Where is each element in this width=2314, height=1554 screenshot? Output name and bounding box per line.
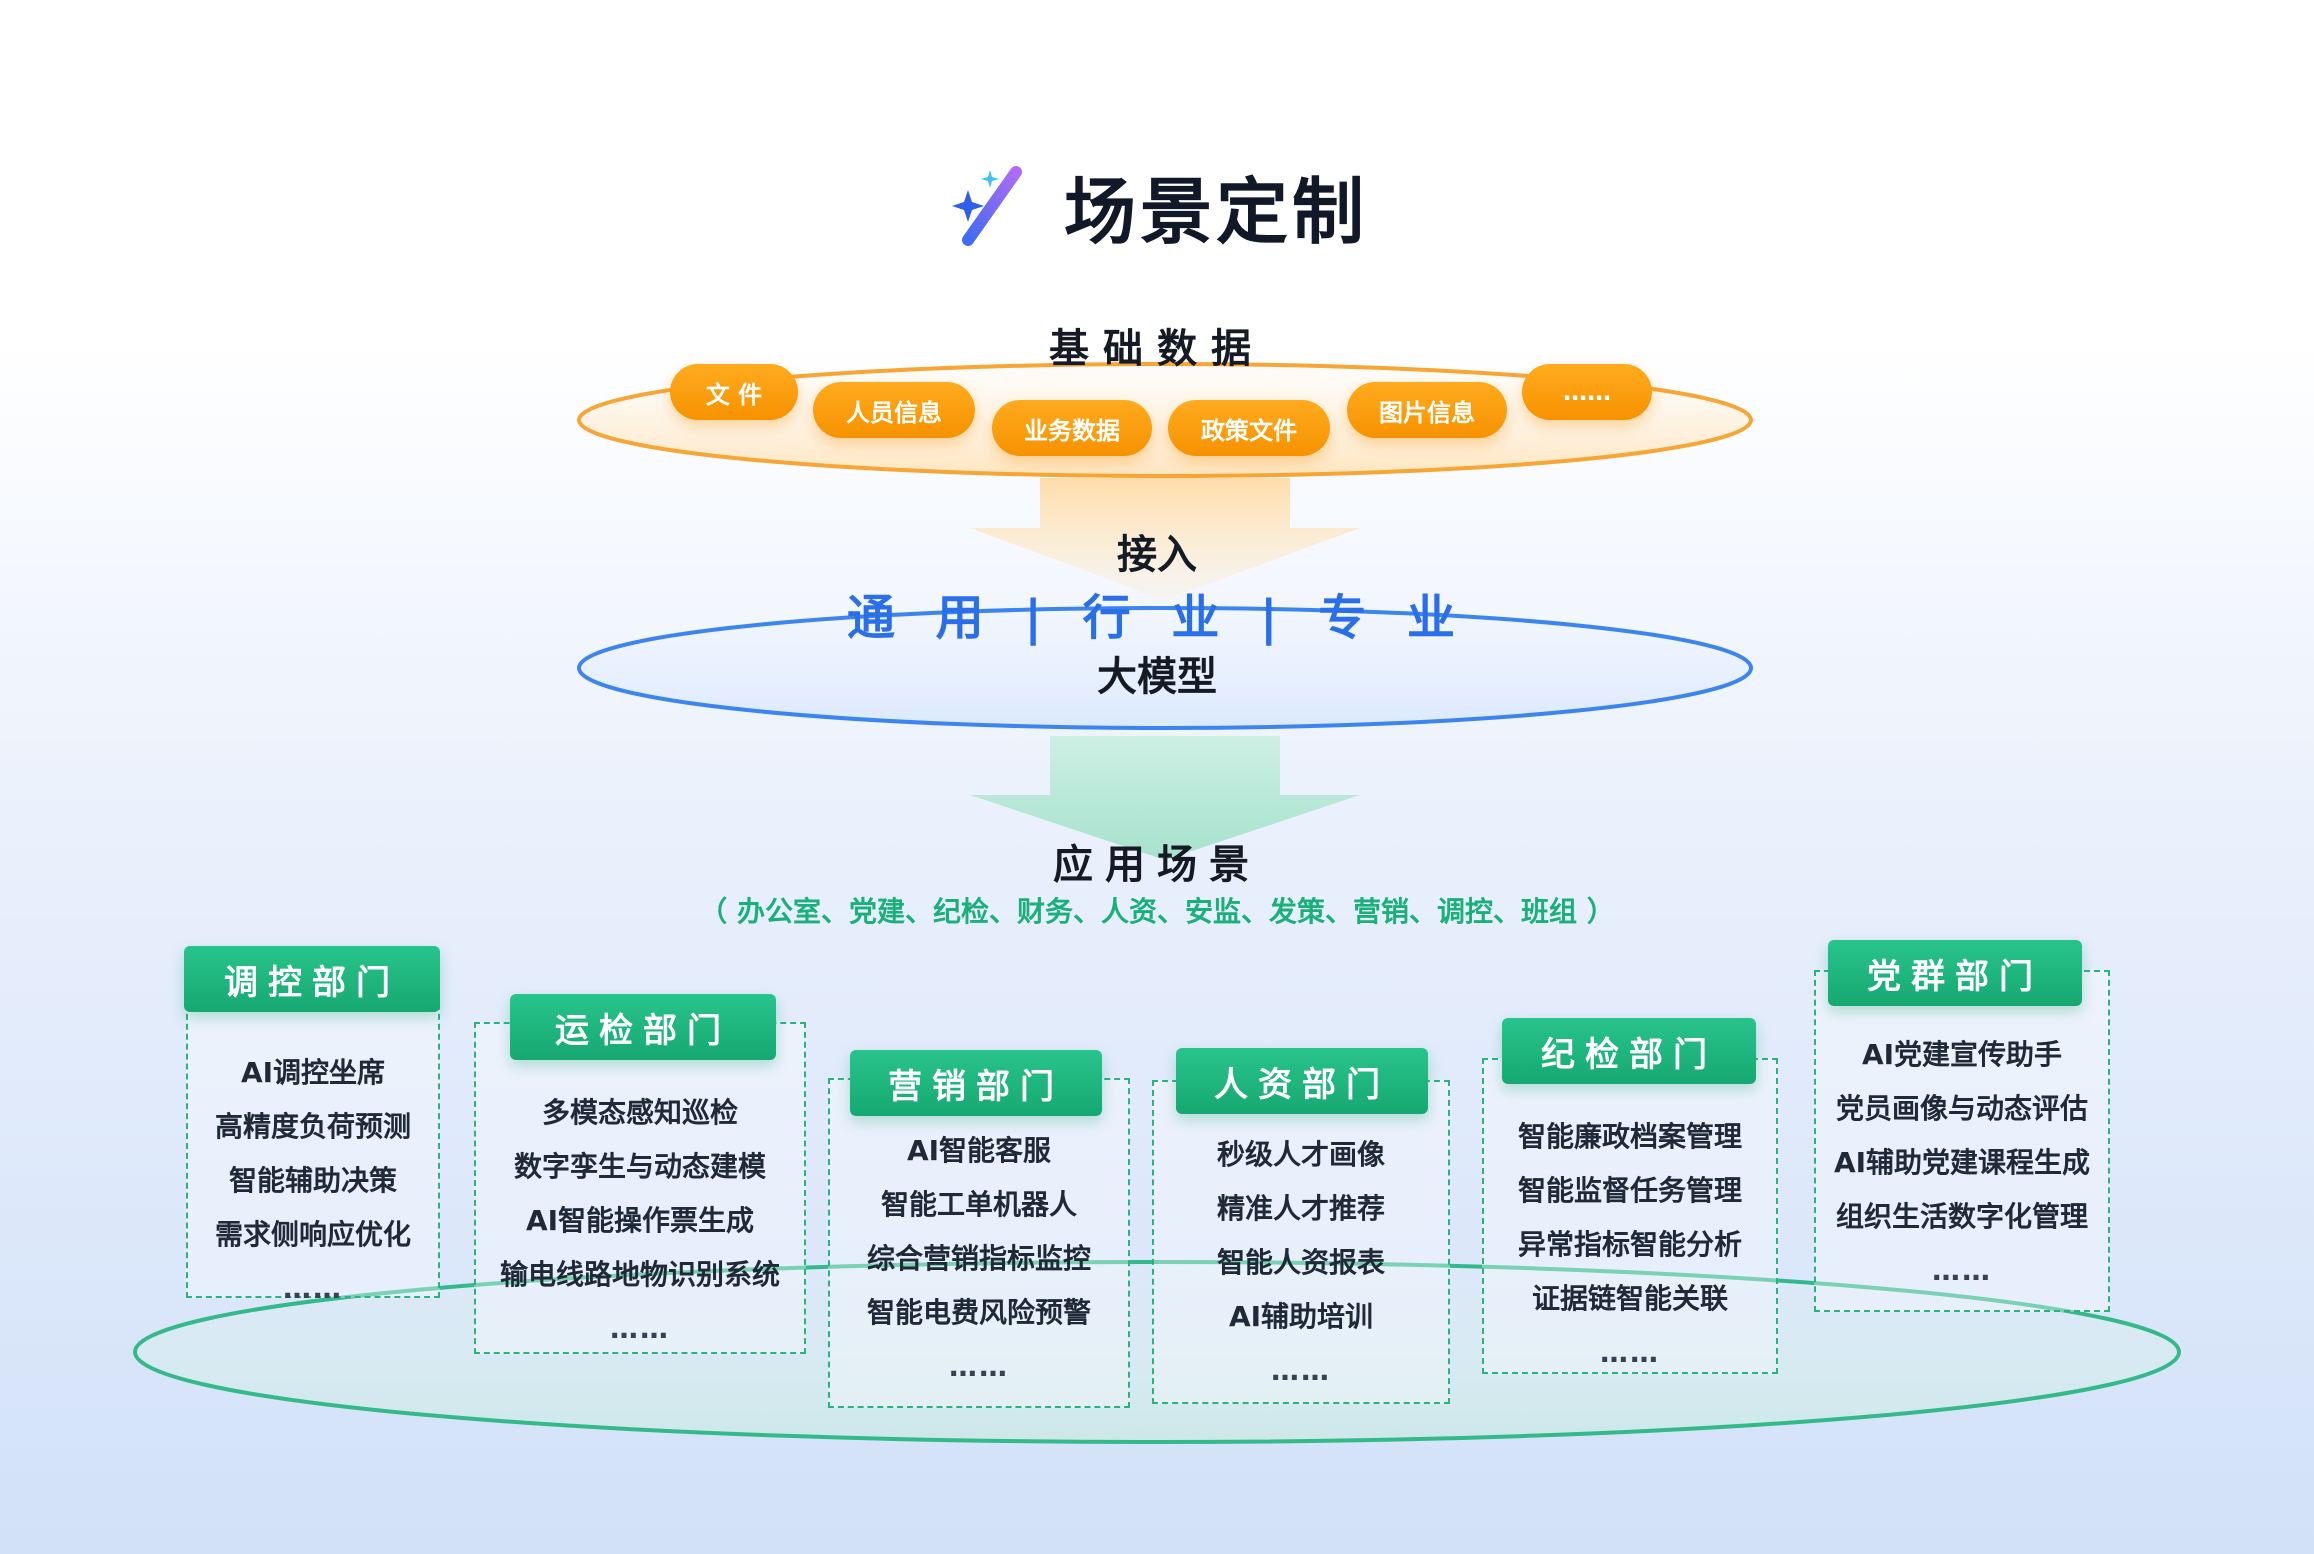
data-pill-policy: 政策文件 [1168,400,1330,456]
dept-title: 人资部门 [1176,1048,1428,1114]
data-pill-personnel: 人员信息 [813,382,975,438]
data-pill-files: 文 件 [670,364,798,420]
data-pill-more: …… [1522,364,1652,420]
dept-title: 调控部门 [184,946,440,1012]
dept-item: AI智能客服 [906,1134,1052,1167]
dept-card-discipline: 纪检部门 智能廉政档案管理 智能监督任务管理 异常指标智能分析 证据链智能关联 … [1482,1018,1778,1374]
dept-item: 党员画像与动态评估 [1835,1092,2088,1125]
dept-item: 异常指标智能分析 [1517,1228,1742,1261]
dept-item-more: …… [610,1312,670,1345]
dept-item: 智能廉政档案管理 [1517,1120,1742,1153]
application-title: 应用场景 [1053,842,1261,888]
dept-item: AI调控坐席 [240,1056,386,1089]
application-subtitle: （ 办公室、党建、纪检、财务、人资、安监、发策、营销、调控、班组 ） [699,895,1615,928]
dept-card-party: 党群部门 AI党建宣传助手 党员画像与动态评估 AI辅助党建课程生成 组织生活数… [1814,940,2110,1312]
dept-item: 秒级人才画像 [1216,1138,1385,1171]
dept-item: 智能电费风险预警 [866,1296,1091,1329]
dept-item: AI辅助培训 [1228,1300,1374,1333]
model-down-arrow [970,736,1360,860]
dept-item-more: …… [949,1350,1009,1383]
data-pill-business: 业务数据 [992,400,1152,456]
dept-item: 综合营销指标监控 [866,1242,1091,1275]
model-label: 大模型 [1097,654,1217,700]
dept-title: 运检部门 [510,994,776,1060]
basic-data-title: 基础数据 [1049,326,1265,372]
dept-item: AI智能操作票生成 [525,1204,755,1237]
dept-card-operations: 运检部门 多模态感知巡检 数字孪生与动态建模 AI智能操作票生成 输电线路地物识… [474,994,806,1354]
dept-item-more: …… [1932,1254,1992,1287]
model-types: 通 用 | 行 业 | 专 业 [846,590,1468,646]
dept-card-dispatch: 调控部门 AI调控坐席 高精度负荷预测 智能辅助决策 需求侧响应优化 …… [184,946,440,1305]
dept-item-more: …… [1600,1336,1660,1369]
access-label: 接入 [1117,532,1197,578]
page-header: 场景定制 [0,150,2314,260]
data-pill-images: 图片信息 [1347,382,1507,438]
dept-item: 智能工单机器人 [880,1188,1077,1221]
dept-card-hr: 人资部门 秒级人才画像 精准人才推荐 智能人资报表 AI辅助培训 …… [1152,1048,1450,1404]
dept-item: 数字孪生与动态建模 [513,1150,766,1183]
dept-title: 营销部门 [850,1050,1102,1116]
dept-title: 党群部门 [1828,940,2082,1006]
dept-item: AI辅助党建课程生成 [1833,1146,2091,1179]
dept-item: 多模态感知巡检 [541,1096,738,1129]
dept-item: 高精度负荷预测 [214,1110,411,1143]
sparkle-wand-icon [951,166,1022,246]
dept-item: 证据链智能关联 [1531,1282,1728,1315]
dept-card-marketing: 营销部门 AI智能客服 智能工单机器人 综合营销指标监控 智能电费风险预警 …… [828,1050,1130,1408]
dept-item: 组织生活数字化管理 [1835,1200,2088,1233]
dept-item-more: …… [283,1272,343,1305]
dept-item: 需求侧响应优化 [214,1218,411,1251]
dept-item: 精准人才推荐 [1216,1192,1385,1225]
dept-item: 智能人资报表 [1216,1246,1385,1279]
page-title: 场景定制 [1063,169,1368,254]
dept-item: 智能监督任务管理 [1517,1174,1742,1207]
application-layer-ring [133,1260,2181,1444]
data-down-arrow [970,478,1360,600]
dept-item: 智能辅助决策 [228,1164,397,1197]
dept-item-more: …… [1271,1354,1331,1387]
dept-title: 纪检部门 [1502,1018,1756,1084]
dept-item: 输电线路地物识别系统 [499,1258,780,1291]
model-layer-ring [577,606,1753,730]
dept-item: AI党建宣传助手 [1861,1038,2063,1071]
